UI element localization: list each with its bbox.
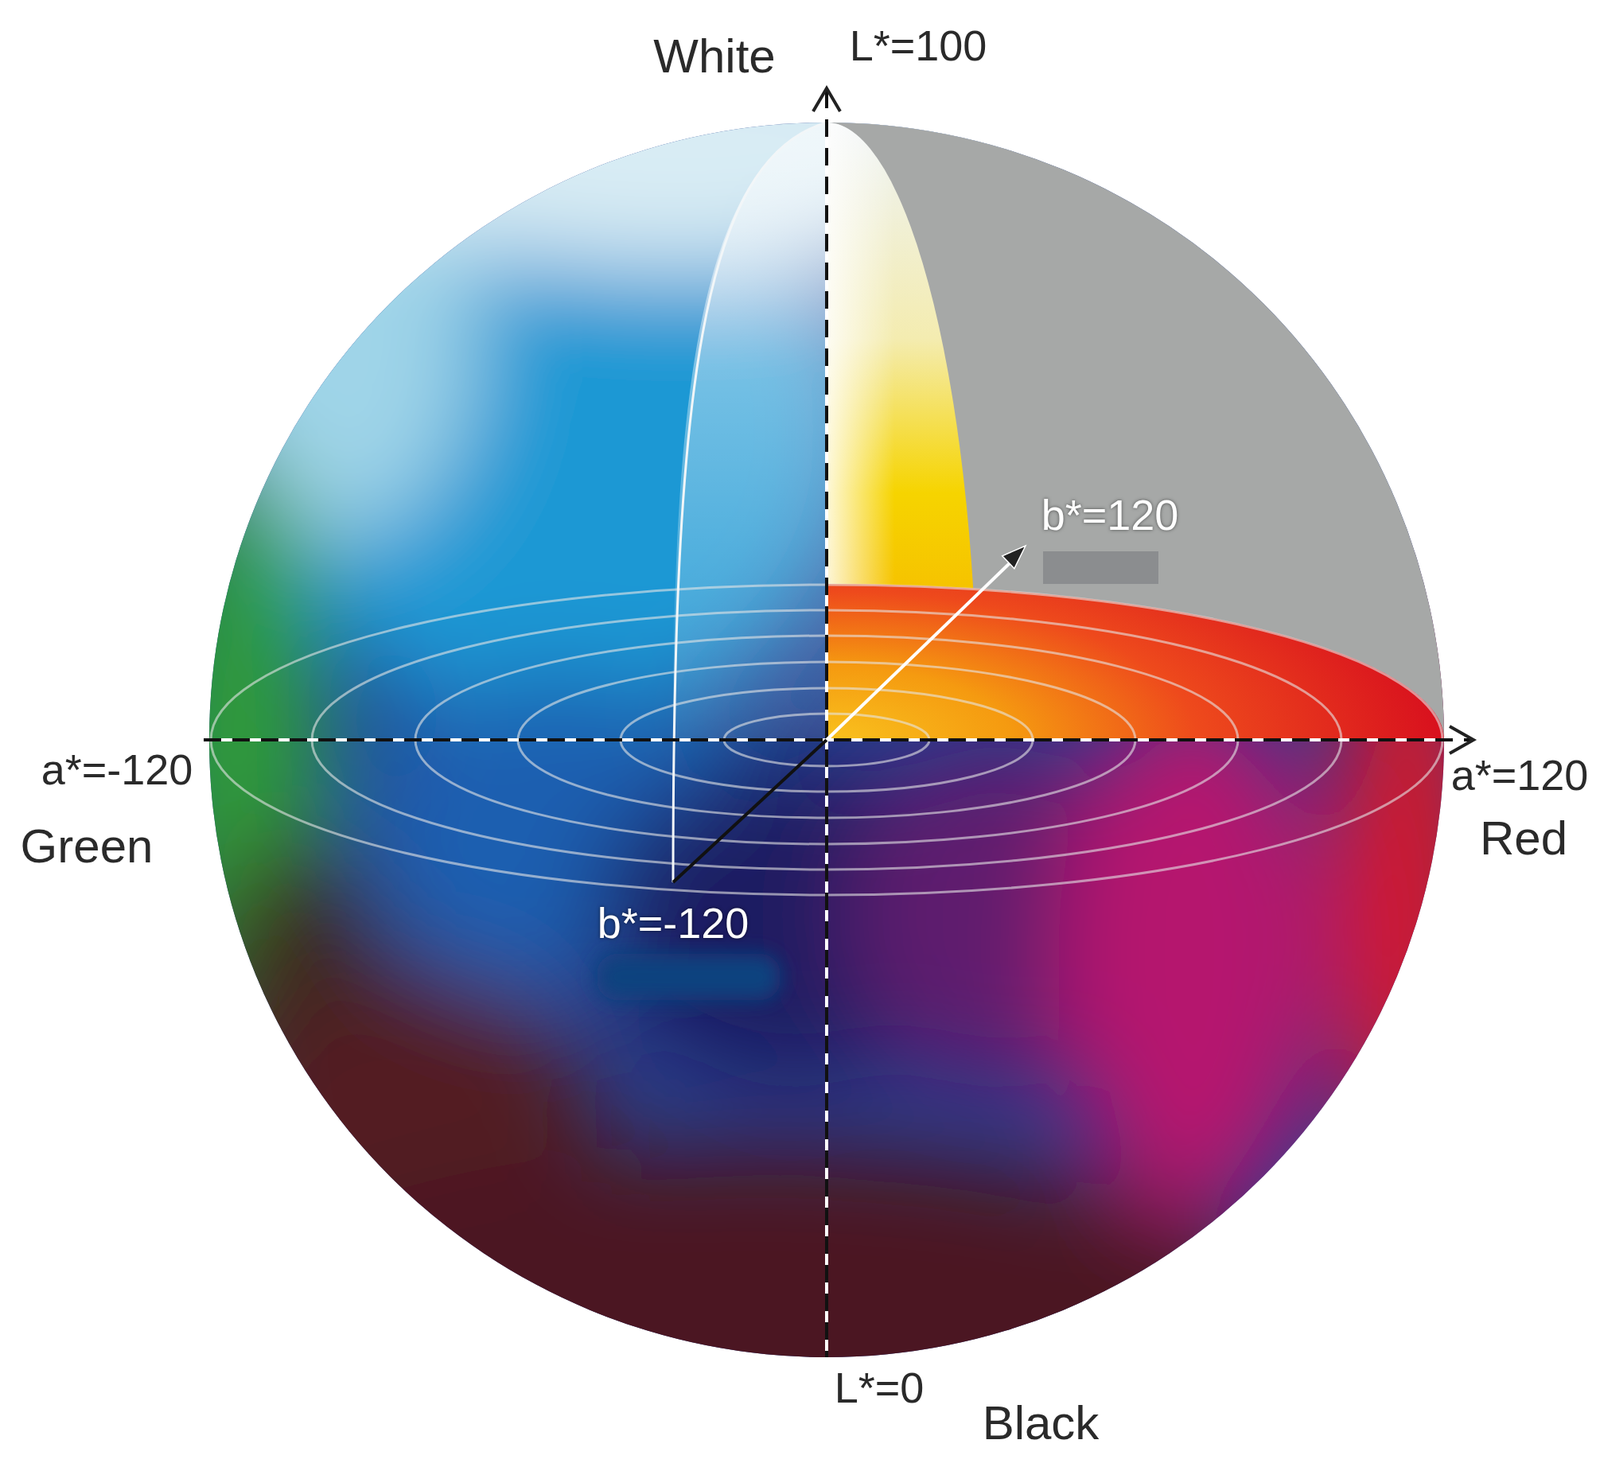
label-anchor: Black [982,1397,1100,1450]
label-anchor: Green [20,820,154,873]
axis-label: a*=-120 [41,746,194,794]
label-anchor: Red [1479,812,1568,865]
color-name: White [653,30,775,83]
axis-label: b*=120 [1041,491,1180,539]
color-name: Black [982,1397,1100,1450]
color-name: Red [1479,812,1568,865]
label-anchor: b*=-120 [597,899,750,947]
label-anchor: L*=100 [849,22,988,70]
b-axis [673,545,1026,883]
label-patch [1043,551,1159,584]
axis-label: b*=-120 [597,899,750,947]
color-name: Green [20,820,154,873]
l-axis [813,88,841,1358]
label-anchor: a*=-120 [41,746,194,794]
label-anchor: b*=120 [1041,491,1180,539]
label-anchor: L*=0 [834,1364,925,1412]
axis-label: a*=120 [1451,751,1589,799]
axis-label: L*=0 [834,1364,925,1412]
meridian-line [673,122,827,883]
label-anchor: White [653,30,775,83]
sphere-body [151,15,1480,1464]
label-patch [596,953,781,1001]
axis-label: L*=100 [849,22,988,70]
label-anchor: a*=120 [1451,751,1589,799]
